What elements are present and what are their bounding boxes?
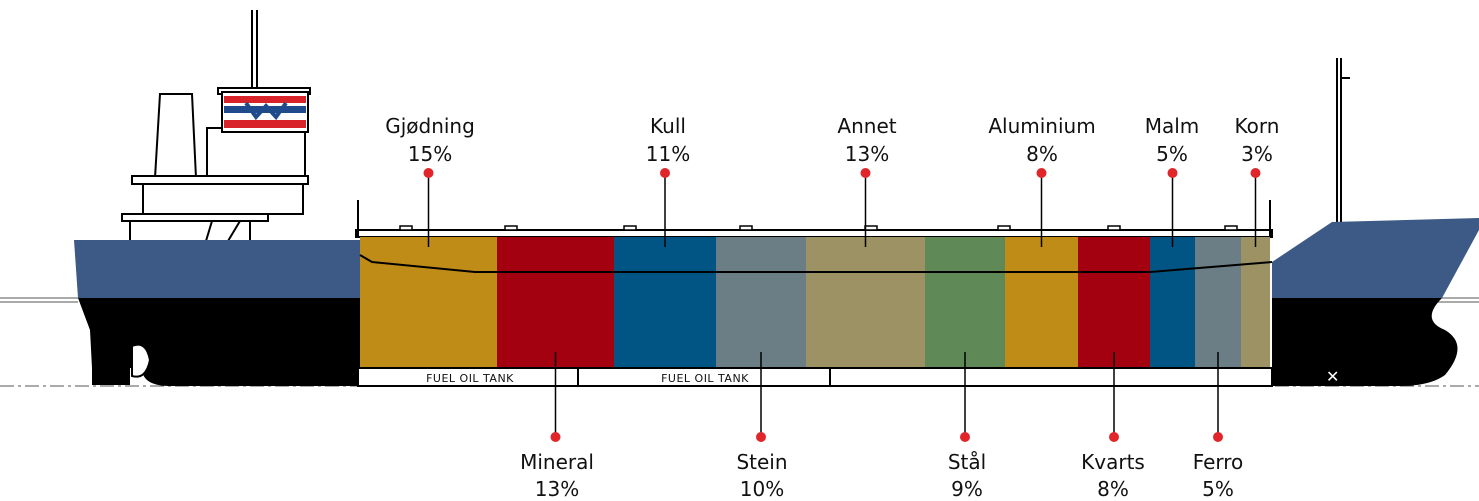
cargo-label-pct: 10%: [740, 477, 784, 501]
callout-dot: [550, 432, 561, 442]
cargo-label-pct: 8%: [1026, 142, 1058, 166]
cargo-segments: [360, 237, 1270, 368]
hatch-covers: [399, 225, 1238, 231]
cargo-hold: FUEL OIL TANK FUEL OIL TANK: [355, 200, 1273, 387]
cargo-segment-bottom-0: [497, 237, 614, 368]
callout-dot: [1213, 432, 1223, 442]
hatch-cover: [504, 225, 518, 231]
cargo-segment-top-2: [806, 237, 925, 368]
logo-red-stripe-bottom: [224, 120, 306, 128]
funnel-logo: [221, 91, 309, 133]
cargo-label-pct: 13%: [535, 477, 579, 501]
callout-dot: [756, 432, 766, 442]
hatch-cover: [399, 225, 413, 231]
hatch-cover: [1107, 225, 1121, 231]
callout-dot: [660, 168, 670, 178]
cargo-segment-top-1: [614, 237, 716, 368]
fuel-tank-right-label: FUEL OIL TANK: [661, 372, 749, 385]
cargo-label-name: Korn: [1235, 114, 1280, 138]
cargo-label-name: Annet: [837, 114, 896, 138]
cargo-segment-bottom-2: [925, 237, 1005, 368]
callout-dot: [860, 168, 871, 178]
callout-dot: [1109, 432, 1119, 442]
stern-hull-upper: [74, 240, 360, 298]
cargo-label-name: Malm: [1145, 114, 1200, 138]
hold-deck-line: [359, 254, 1273, 273]
logo-red-stripe-top: [224, 96, 306, 103]
cargo-label-pct: 5%: [1202, 477, 1234, 501]
cargo-label-name: Ferro: [1193, 450, 1244, 474]
cargo-label-name: Stein: [736, 450, 787, 474]
bow-hull-upper: [1272, 218, 1479, 298]
callout-dot: [960, 432, 970, 442]
cargo-label-pct: 9%: [951, 477, 983, 501]
cargo-label-name: Aluminium: [988, 114, 1095, 138]
cargo-segment-top-3: [1005, 237, 1078, 368]
cargo-segment-bottom-3: [1078, 237, 1150, 368]
cargo-label-pct: 11%: [646, 142, 690, 166]
cargo-label-name: Stål: [948, 450, 986, 474]
svg-text:✕: ✕: [1326, 367, 1339, 386]
cargo-label-name: Kull: [650, 114, 686, 138]
callout-dot: [1250, 168, 1261, 178]
cargo-label-name: Mineral: [520, 450, 594, 474]
hatch-cover: [997, 225, 1011, 231]
cargo-segment-top-4: [1150, 237, 1195, 368]
callouts-bottom: Mineral 13% Stein 10% Stål 9% Kvarts 8% Ferro 5%: [520, 352, 1243, 501]
cargo-segment-top-5: [1241, 237, 1270, 368]
stern-hull: [74, 240, 360, 386]
cargo-label-pct: 3%: [1241, 142, 1273, 166]
fuel-tank-left-label: FUEL OIL TANK: [426, 372, 514, 385]
cargo-label-pct: 8%: [1097, 477, 1129, 501]
callouts-top: Gjødning 15% Kull 11% Annet 13% Aluminium 8% Mal…: [385, 114, 1279, 247]
hatch-cover: [739, 225, 753, 231]
cargo-label-name: Gjødning: [385, 114, 475, 138]
fuel-tanks: [357, 367, 1273, 387]
cargo-label-name: Kvarts: [1081, 450, 1145, 474]
cargo-label-pct: 13%: [845, 142, 889, 166]
cargo-segment-top-0: [360, 237, 497, 368]
cargo-segment-bottom-1: [716, 237, 806, 368]
cargo-label-pct: 5%: [1156, 142, 1188, 166]
hatch-cover: [623, 225, 637, 231]
callout-dot: [1167, 168, 1178, 178]
bow: ✕: [1272, 58, 1479, 386]
bow-hull-lower: [1272, 298, 1458, 386]
callout-dot: [1036, 168, 1047, 178]
cargo-label-pct: 15%: [408, 142, 452, 166]
cargo-segment-bottom-4: [1195, 237, 1241, 368]
hatch-cover: [864, 225, 878, 231]
hatch-cover: [1224, 225, 1238, 231]
callout-dot: [423, 168, 434, 178]
